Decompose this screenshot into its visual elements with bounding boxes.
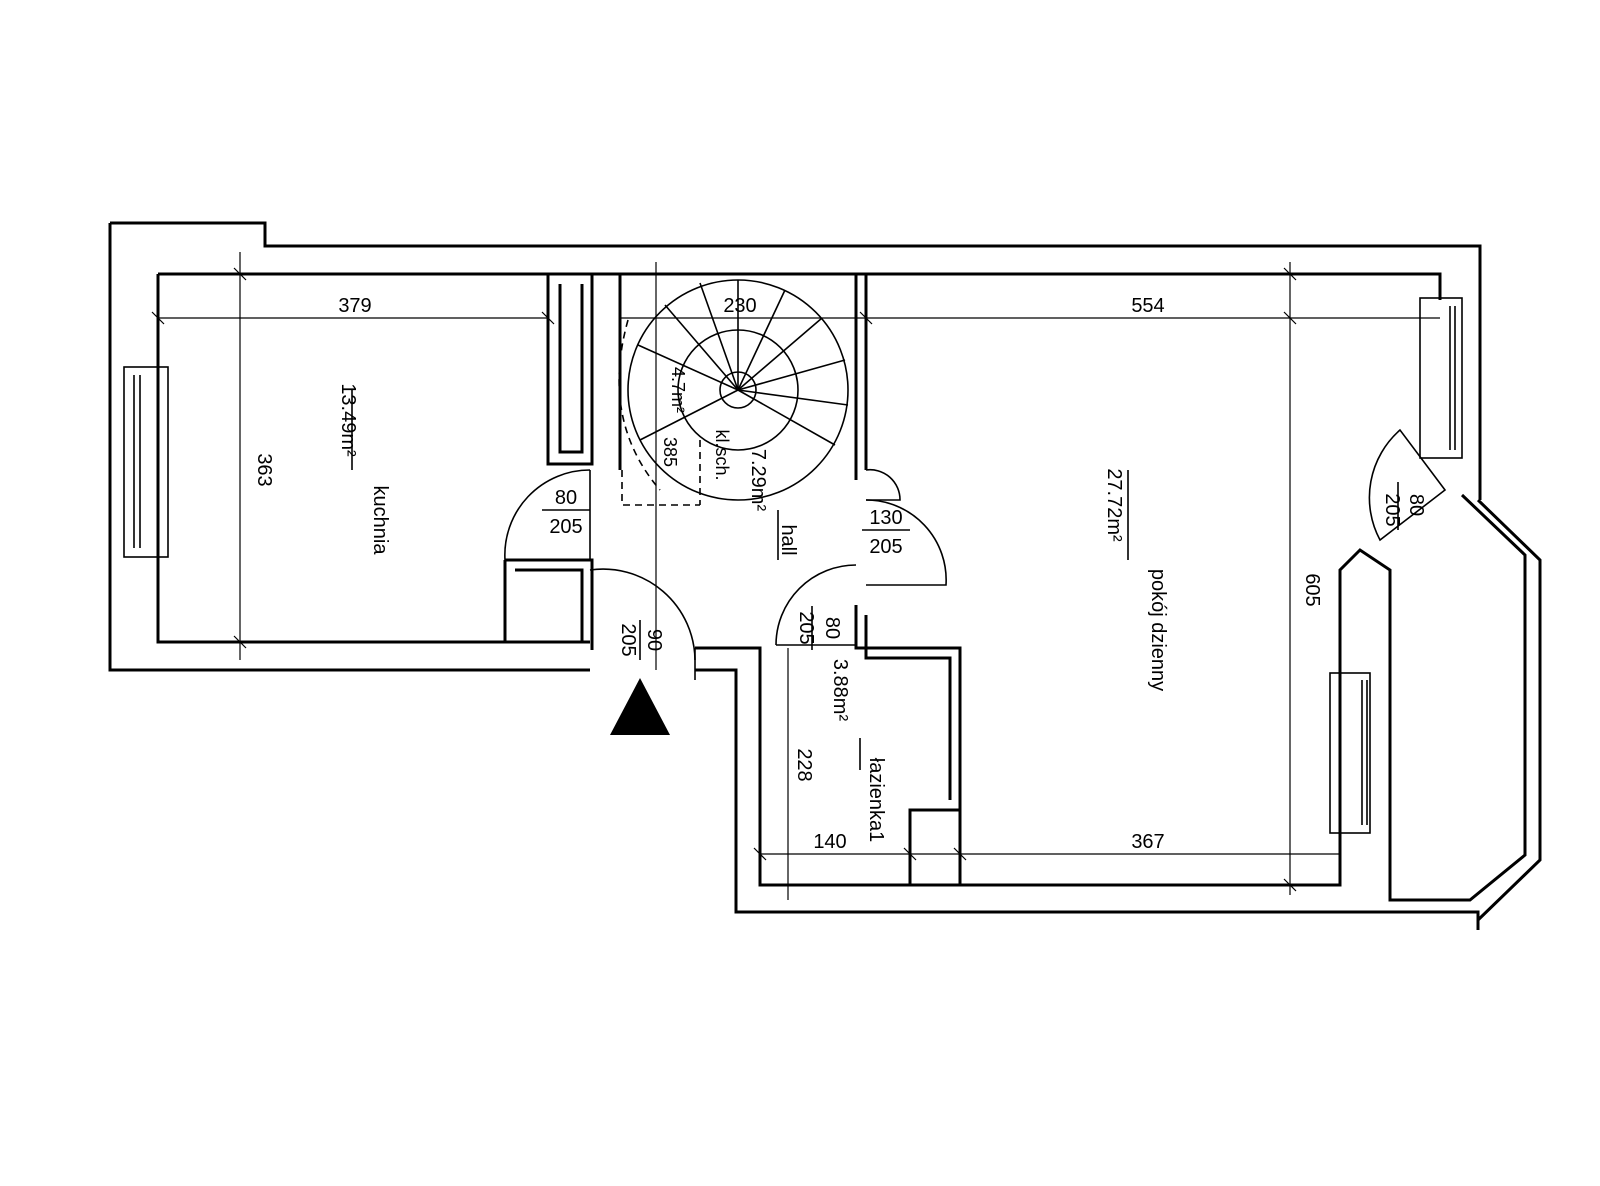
bay-window	[1338, 493, 1542, 922]
room-kitchen: 13.49m² kuchnia	[337, 383, 391, 555]
door-kitchen-width: 80	[555, 487, 577, 509]
hall-area: 7.29m²	[747, 449, 769, 512]
dim-stairs-width: 230	[723, 295, 756, 317]
bath-name: łazienka1	[865, 758, 887, 843]
door-balcony-width: 80	[1405, 494, 1427, 516]
dim-bath-width: 140	[813, 831, 846, 853]
door-swings	[504, 428, 1447, 680]
door-entry-width: 90	[643, 629, 665, 651]
dim-living-width-top: 554	[1131, 295, 1164, 317]
door-label-entry: 90 205	[617, 620, 665, 660]
spiral-staircase	[618, 279, 849, 506]
dimension-lines	[151, 252, 1440, 900]
bath-area: 3.88m²	[829, 659, 851, 722]
stairs-area: 4.7m²	[668, 367, 688, 413]
room-hall: 7.29m² hall	[747, 449, 799, 560]
stairs-dim: 385	[660, 437, 680, 467]
hall-name: hall	[777, 524, 799, 555]
door-label-living: 130 205	[862, 507, 910, 558]
living-area: 27.72m²	[1103, 468, 1125, 542]
room-bath: 3.88m² łazienka1	[829, 659, 887, 842]
door-bath-height: 205	[795, 611, 817, 644]
kitchen-window	[123, 366, 169, 558]
door-entry-height: 205	[617, 623, 639, 656]
door-bath-width: 80	[821, 617, 843, 639]
entry-arrow-icon	[610, 678, 670, 735]
door-label-bath: 80 205	[795, 606, 843, 650]
door-living-height: 205	[869, 536, 902, 558]
dim-bath-depth: 228	[793, 748, 815, 781]
dim-living-depth: 605	[1301, 573, 1323, 606]
kitchen-area: 13.49m²	[337, 383, 359, 457]
dim-kitchen-width: 379	[338, 295, 371, 317]
dim-living-width-bottom: 367	[1131, 831, 1164, 853]
door-balcony-height: 205	[1381, 493, 1403, 526]
room-living: 27.72m² pokój dzienny	[1103, 468, 1169, 691]
living-name: pokój dzienny	[1147, 569, 1169, 691]
kitchen-name: kuchnia	[369, 486, 391, 556]
outer-walls	[108, 221, 1482, 930]
door-living-width: 130	[869, 507, 902, 529]
door-label-kitchen: 80 205	[542, 487, 590, 538]
room-stairs: 4.7m² 385 kl.sch.	[660, 367, 732, 481]
dim-kitchen-depth: 363	[253, 453, 275, 486]
door-label-balcony: 80 205	[1381, 482, 1427, 530]
partitions	[503, 274, 962, 885]
living-windows	[1329, 297, 1463, 834]
stairs-name: kl.sch.	[712, 429, 732, 480]
door-kitchen-height: 205	[549, 516, 582, 538]
